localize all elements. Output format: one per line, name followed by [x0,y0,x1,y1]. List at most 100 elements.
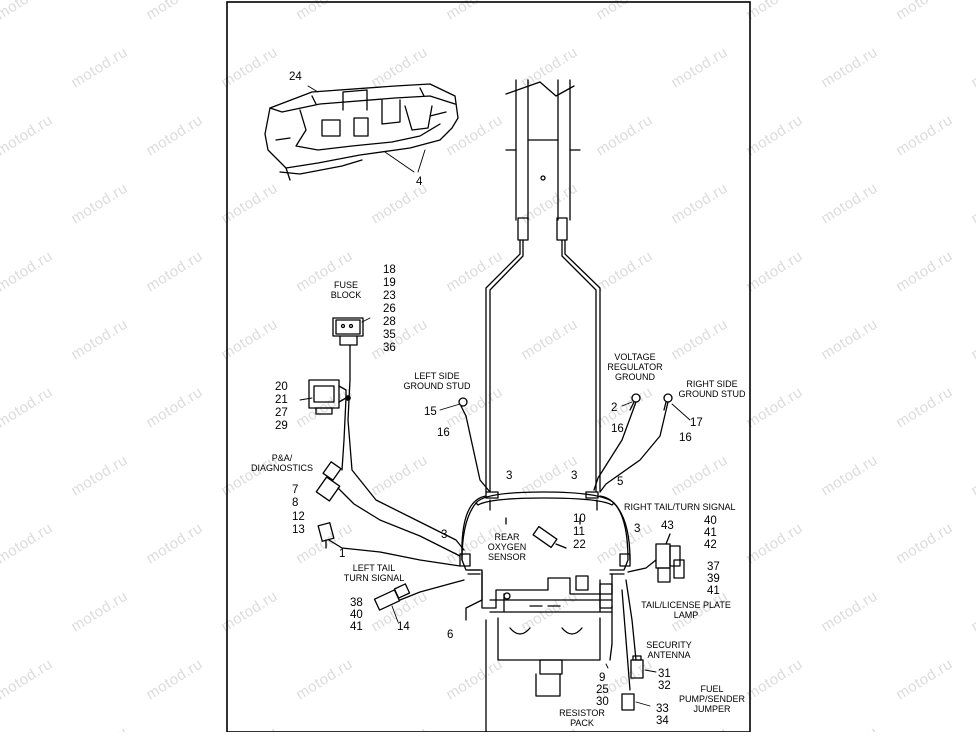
svg-text:33: 33 [656,703,669,715]
watermark-text: motod.ru [443,247,506,295]
callout-clip-left-mid: 3 [441,529,447,541]
watermark-text: motod.ru [818,315,881,363]
svg-text:36: 36 [383,342,396,354]
label-left-turn-2: TURN SIGNAL [344,573,405,583]
label-right-turn: RIGHT TAIL/TURN SIGNAL [624,502,736,512]
svg-text:39: 39 [707,573,720,585]
tail-lamp-connector [575,575,613,609]
watermark-text: motod.ru [968,43,976,91]
callout-pa-diag-plug: 1 [339,548,345,560]
watermark-text: motod.ru [0,247,56,295]
watermark-text: motod.ru [968,315,976,363]
label-left-turn-1: LEFT TAIL [353,563,396,573]
watermark-text: motod.ru [818,451,881,499]
callout-resistor: 9 25 30 [596,672,609,708]
watermark-text: motod.ru [968,723,976,732]
watermark-text: motod.ru [0,111,56,159]
watermark-text: motod.ru [968,179,976,227]
watermark-text: motod.ru [143,383,206,431]
watermark-text: motod.ru [143,0,206,23]
label-right-ground-1: RIGHT SIDE [686,379,737,389]
svg-text:23: 23 [383,290,396,302]
svg-text:13: 13 [292,524,305,536]
label-fuse-block-2: BLOCK [331,290,362,300]
watermark-text: motod.ru [593,111,656,159]
callout-right-ground-a: 17 [690,417,703,429]
harness-branches [328,344,669,691]
watermark-text: motod.ru [0,383,56,431]
label-oxygen-2: OXYGEN [488,542,527,552]
label-oxygen-3: SENSOR [488,552,527,562]
svg-text:29: 29 [275,420,288,432]
svg-text:40: 40 [704,515,717,527]
callout-fuel: 33 34 [656,703,669,727]
watermark-text: motod.ru [818,587,881,635]
callout-text: 24 4 FUSE BLOCK 18 19 23 26 28 35 36 20 … [251,71,746,728]
watermark-text: motod.ru [68,315,131,363]
callout-right-turn-43: 43 [661,520,674,532]
watermark-text: motod.ru [368,723,431,732]
watermark-text: motod.ru [668,451,731,499]
watermark-text: motod.ru [68,723,131,732]
callout-fender-edge: 6 [447,629,453,641]
watermark-text: motod.ru [0,519,56,567]
svg-text:18: 18 [383,264,396,276]
label-left-ground-2: GROUND STUD [404,381,471,391]
svg-text:10: 10 [573,513,586,525]
svg-text:26: 26 [383,303,396,315]
svg-text:7: 7 [292,484,298,496]
watermark-text: motod.ru [443,655,506,703]
svg-text:30: 30 [596,696,609,708]
watermark-text: motod.ru [593,0,656,23]
watermark-text: motod.ru [743,383,806,431]
svg-text:28: 28 [383,316,396,328]
watermark-text: motod.ru [368,315,431,363]
callout-left-turn-plug: 14 [397,621,410,633]
label-resistor-1: RESISTOR [559,708,605,718]
watermark-text: motod.ru [893,383,956,431]
fuse-block [332,317,364,346]
svg-text:40: 40 [350,609,363,621]
ground-terminals [458,393,673,417]
callout-vreg-a: 2 [611,402,617,414]
watermark-text: motod.ru [68,179,131,227]
watermark-text: motod.ru [0,0,56,23]
svg-text:41: 41 [707,585,720,597]
watermark-text: motod.ru [668,179,731,227]
security-antenna [630,655,644,679]
watermark-text: motod.ru [893,519,956,567]
svg-text:12: 12 [292,511,305,523]
watermark-text: motod.ru [743,655,806,703]
watermark-text: motod.ru [818,723,881,732]
svg-text:34: 34 [656,715,669,727]
callout-clip-left-top: 3 [506,470,512,482]
callout-oxygen: 10 11 22 [573,513,586,551]
electrical-tray [264,83,459,181]
watermark-text: motod.ru [68,587,131,635]
callout-vreg-b: 16 [611,423,624,435]
watermark-text: motod.ru [743,111,806,159]
watermark-text: motod.ru [68,43,131,91]
watermark-text: motod.ru [893,111,956,159]
watermark-text: motod.ru [893,655,956,703]
fuel-jumper [621,693,635,711]
label-resistor-2: PACK [570,718,594,728]
callout-left-turn: 38 40 41 [350,597,363,633]
watermark-text: motod.ru [593,247,656,295]
svg-text:32: 32 [658,680,671,692]
callout-connector: 20 21 27 29 [275,381,288,432]
watermark-text: motod.ru [143,111,206,159]
label-tail-lamp-1: TAIL/LICENSE PLATE [641,600,731,610]
callout-right-ground-b: 16 [679,432,692,444]
label-left-ground-1: LEFT SIDE [414,371,459,381]
watermark-text: motod.ru [593,383,656,431]
watermark-text: motod.ru [443,0,506,23]
watermark-text: motod.ru [293,0,356,23]
oxygen-sensor-connector [532,525,567,549]
watermark-text: motod.ru [518,315,581,363]
watermark-text: motod.ru [968,587,976,635]
label-pa-diag-1: P&A/ [272,453,293,463]
callout-tray: 24 [289,71,302,83]
